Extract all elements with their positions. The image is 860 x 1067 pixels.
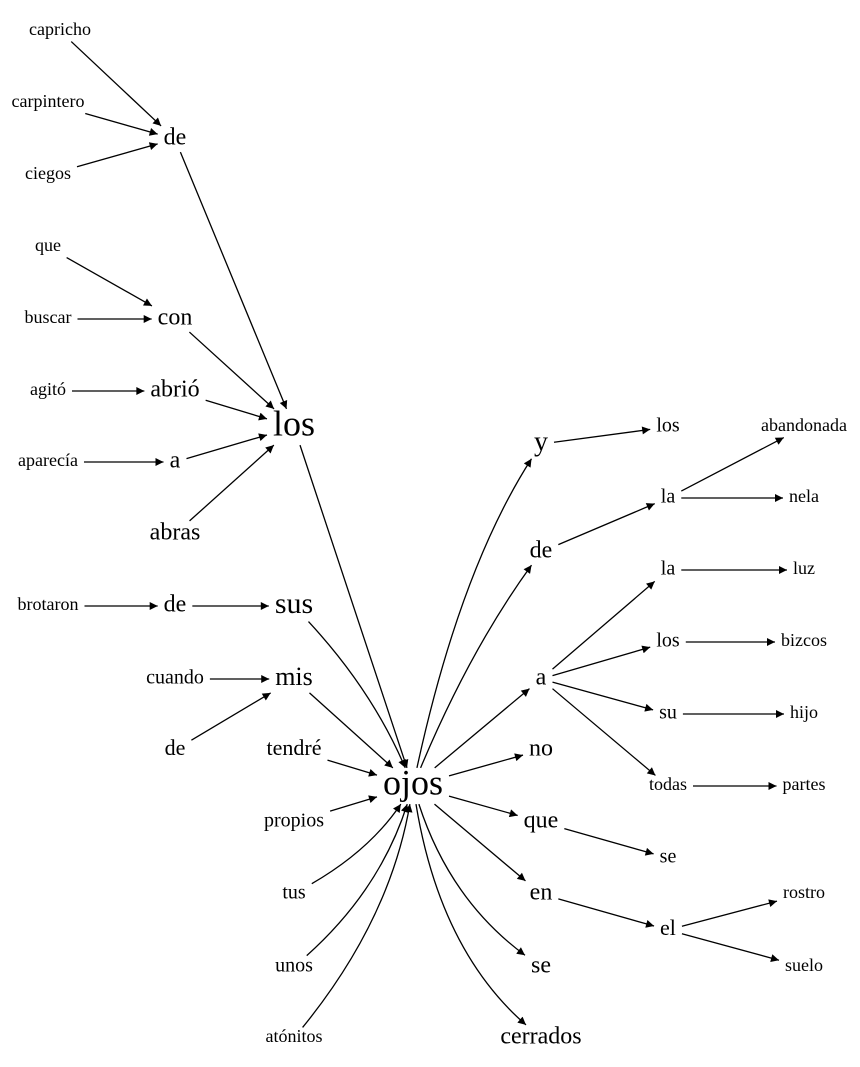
word-node-que2: que	[524, 808, 559, 834]
word-node-en: en	[530, 880, 553, 906]
word-node-los3: los	[656, 630, 680, 652]
word-node-el: el	[660, 915, 676, 940]
edge-carpintero-to-de1	[85, 112, 158, 136]
word-node-aparecia: aparecía	[18, 450, 78, 470]
edge-a2-to-la2	[552, 580, 656, 670]
edge-abras-to-los1	[189, 444, 275, 522]
word-node-cerrados: cerrados	[500, 1024, 581, 1050]
edge-a2-to-los3	[552, 645, 651, 677]
edge-a1-to-los1	[186, 433, 268, 460]
word-node-de2: de	[164, 592, 187, 618]
edge-sus-to-ojos	[308, 621, 406, 769]
edge-capricho-to-de1	[70, 41, 162, 127]
word-node-propios: propios	[264, 810, 324, 832]
word-node-los2: los	[656, 415, 680, 437]
word-node-de1: de	[164, 125, 187, 151]
word-node-bizcos: bizcos	[781, 630, 827, 650]
word-node-agito: agitó	[30, 379, 66, 399]
edge-ojos-to-cerrados	[415, 804, 527, 1026]
word-node-se1: se	[531, 953, 551, 979]
word-node-cuando: cuando	[146, 667, 204, 689]
edge-ojos-to-a2	[434, 688, 530, 769]
word-node-todas: todas	[649, 774, 687, 794]
word-node-mis: mis	[275, 662, 313, 691]
edge-el-to-suelo	[681, 933, 780, 962]
edge-la1-to-abandonada	[680, 436, 785, 492]
word-node-unos: unos	[275, 955, 313, 977]
word-node-carpintero: carpintero	[12, 91, 85, 111]
edge-tendre-to-ojos	[327, 759, 378, 777]
edge-ojos-to-y	[416, 458, 533, 769]
word-node-nela: nela	[789, 486, 819, 506]
word-node-tus: tus	[282, 882, 306, 904]
edge-y-to-los2	[553, 426, 651, 443]
edge-atonitos-to-ojos	[302, 804, 413, 1028]
edge-de4-to-la1	[558, 503, 655, 546]
word-node-hijo: hijo	[790, 702, 818, 722]
word-node-ojos: ojos	[383, 762, 443, 802]
word-node-luz: luz	[793, 558, 815, 578]
labels-layer: capricho carpintero ciegos de que buscar con ag…	[12, 19, 847, 1049]
word-node-que1: que	[35, 235, 61, 255]
word-node-de4: de	[530, 538, 553, 564]
word-node-abandonada: abandonada	[761, 415, 847, 435]
word-node-de3: de	[165, 735, 186, 760]
edge-abrio-to-los1	[205, 399, 268, 421]
edge-el-to-rostro	[681, 899, 778, 927]
word-node-no: no	[529, 736, 553, 762]
word-node-a2: a	[536, 665, 547, 691]
edge-en-to-el	[558, 898, 655, 928]
edge-ciegos-to-de1	[76, 142, 158, 168]
edge-ojos-to-de4	[419, 564, 533, 769]
edge-tus-to-ojos	[311, 803, 402, 885]
edge-ojos-to-se1	[418, 803, 526, 956]
word-node-su: su	[659, 702, 677, 724]
word-node-abras: abras	[150, 520, 201, 546]
edge-ojos-to-no	[448, 753, 524, 777]
word-node-suelo: suelo	[785, 955, 823, 975]
word-node-sus: sus	[275, 587, 313, 620]
word-node-brotaron: brotaron	[18, 594, 79, 614]
word-node-rostro: rostro	[783, 882, 825, 902]
edge-los1-to-ojos	[299, 444, 409, 769]
edge-con-to-los1	[188, 331, 275, 410]
word-node-tendre: tendré	[267, 735, 322, 760]
word-node-abrio: abrió	[150, 377, 199, 403]
word-node-a1: a	[170, 448, 181, 474]
edge-ojos-to-que2	[448, 795, 518, 818]
word-node-se2: se	[660, 846, 677, 868]
edge-que2-to-se2	[564, 827, 654, 856]
word-node-buscar: buscar	[25, 307, 72, 327]
edge-de1-to-los1	[179, 151, 288, 410]
edge-de3-to-mis	[191, 692, 272, 741]
word-node-la1: la	[661, 486, 676, 508]
word-node-con: con	[158, 305, 193, 331]
edge-a2-to-su	[552, 681, 654, 712]
edge-a2-to-todas	[552, 688, 656, 776]
word-node-ciegos: ciegos	[25, 163, 71, 183]
edge-propios-to-ojos	[329, 795, 378, 812]
word-node-los1: los	[273, 403, 315, 443]
edge-mis-to-ojos	[309, 692, 394, 769]
word-node-capricho: capricho	[29, 19, 91, 39]
word-node-y: y	[534, 426, 548, 457]
edge-unos-to-ojos	[306, 803, 409, 957]
word-node-partes: partes	[783, 774, 826, 794]
edge-ojos-to-en	[434, 803, 526, 882]
edge-que1-to-con	[66, 256, 153, 307]
word-node-atonitos: atónitos	[266, 1026, 323, 1046]
word-node-la2: la	[661, 558, 676, 580]
edges-layer	[66, 41, 787, 1028]
